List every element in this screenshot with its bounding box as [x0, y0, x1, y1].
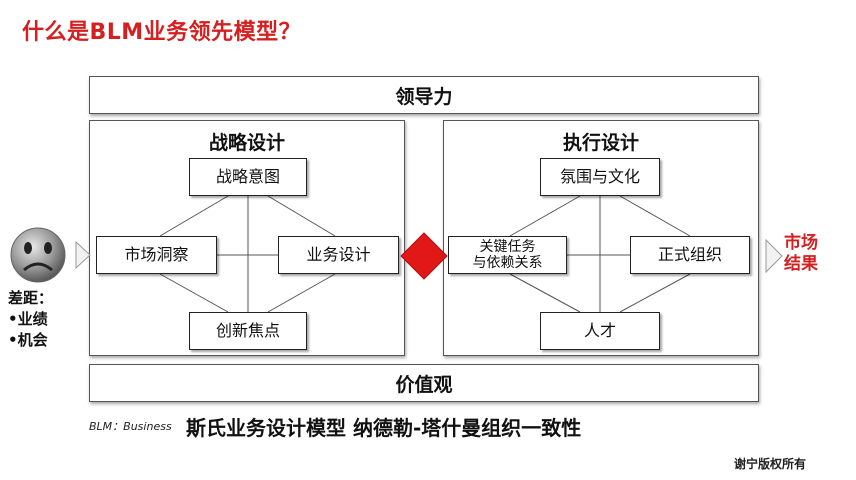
market-result-line2: 结果	[784, 254, 818, 274]
critical-tasks-line2: 与依赖关系	[472, 255, 543, 271]
execution-diag-bl	[509, 273, 581, 313]
market-result-label: 市场 结果	[784, 233, 818, 275]
video-subtitle: 斯氏业务设计模型 纳德勒-塔什曼组织一致性	[186, 416, 582, 440]
market-result-line1: 市场	[784, 233, 818, 253]
strategy-diag-bl	[159, 273, 229, 313]
critical-tasks-box: 关键任务 与依赖关系	[448, 236, 567, 274]
execution-diag-tl	[509, 195, 581, 237]
business-design-box: 业务设计	[278, 236, 399, 274]
link-diamond-icon	[400, 232, 448, 280]
strategy-diag-tr	[267, 195, 336, 237]
strategy-panel-title: 战略设计	[208, 132, 285, 154]
gap-heading: 差距：	[8, 289, 54, 307]
execution-diag-br	[619, 273, 691, 313]
footnote: BLM：Business	[89, 420, 172, 433]
formal-organization-box: 正式组织	[630, 236, 750, 274]
innovation-focus-box: 创新焦点	[189, 312, 307, 350]
critical-tasks-line1: 关键任务	[479, 238, 536, 255]
gap-label-group: 差距： •业绩 •机会	[8, 288, 53, 351]
gap-item-performance: •业绩	[8, 310, 48, 328]
strategy-intent-box: 战略意图	[189, 158, 307, 196]
gap-item-opportunity: •机会	[8, 331, 48, 349]
leadership-band: 领导力	[89, 76, 759, 114]
result-arrow-icon	[765, 238, 783, 274]
execution-panel-title: 执行设计	[562, 132, 639, 154]
market-insight-box: 市场洞察	[96, 236, 217, 274]
values-band: 价值观	[89, 364, 759, 402]
page-title: 什么是BLM业务领先模型？	[22, 20, 302, 45]
copyright-label: 谢宁版权所有	[734, 457, 807, 471]
climate-culture-box: 氛围与文化	[540, 158, 660, 196]
execution-diag-tr	[619, 195, 691, 237]
strategy-diag-tl	[159, 195, 229, 237]
sad-face-icon	[10, 227, 91, 283]
strategy-diag-br	[267, 273, 336, 313]
talent-box: 人才	[540, 312, 660, 350]
